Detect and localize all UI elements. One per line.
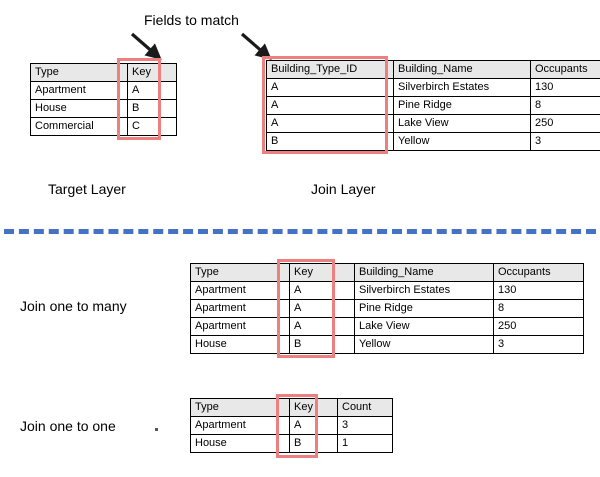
cell-count: 1 [337,434,393,453]
column-header-type: Type [190,263,290,282]
table-row: Apartment A [30,81,177,100]
cell-type: Commercial [30,117,128,136]
join-layer-label: Join Layer [311,181,376,197]
column-header-key: Key [289,263,355,282]
cell-building-name: Silverbirch Estates [354,281,494,300]
cell-key: B [289,335,355,354]
column-header-type: Type [190,398,290,417]
cell-occupants: 8 [493,299,584,318]
arrow-to-join-key-icon [240,32,272,60]
section-divider [4,229,596,234]
cell-occupants: 130 [530,78,600,97]
cell-building-name: Yellow [393,132,531,151]
cell-building-name: Silverbirch Estates [393,78,531,97]
one-to-many-result-table: Type Key Building_Name Occupants Apartme… [190,263,584,354]
cell-building-name: Pine Ridge [354,299,494,318]
table-header-row: Building_Type_ID Building_Name Occupants [266,60,600,79]
cell-building-type-id: A [266,78,394,97]
stray-dot-mark [155,428,158,431]
cell-key: B [127,99,177,118]
cell-key: B [289,434,338,453]
cell-key: A [289,299,355,318]
column-header-key: Key [127,63,177,82]
cell-key: C [127,117,177,136]
cell-type: Apartment [190,299,290,318]
table-row: A Pine Ridge 8 [266,96,600,115]
cell-occupants: 3 [493,335,584,354]
column-header-type: Type [30,63,128,82]
arrow-to-target-key-icon [130,32,162,60]
join-one-to-many-label: Join one to many [20,298,127,314]
table-row: Commercial C [30,117,177,136]
cell-occupants: 3 [530,132,600,151]
cell-building-type-id: B [266,132,394,151]
cell-type: Apartment [30,81,128,100]
cell-type: House [30,99,128,118]
cell-key: A [289,416,338,435]
cell-building-type-id: A [266,114,394,133]
target-layer-table: Type Key Apartment A House B Commercial … [30,63,177,136]
column-header-key: Key [289,398,338,417]
column-header-building-type-id: Building_Type_ID [266,60,394,79]
join-one-to-one-label: Join one to one [20,418,116,434]
join-layer-table: Building_Type_ID Building_Name Occupants… [266,60,600,151]
table-header-row: Type Key [30,63,177,82]
fields-to-match-label: Fields to match [144,12,239,28]
table-row: A Lake View 250 [266,114,600,133]
cell-building-name: Lake View [354,317,494,336]
cell-type: Apartment [190,416,290,435]
cell-type: Apartment [190,317,290,336]
column-header-building-name: Building_Name [393,60,531,79]
cell-key: A [289,317,355,336]
column-header-occupants: Occupants [493,263,584,282]
table-row: House B Yellow 3 [190,335,584,354]
table-header-row: Type Key Count [190,398,393,417]
table-row: Apartment A 3 [190,416,393,435]
table-header-row: Type Key Building_Name Occupants [190,263,584,282]
column-header-count: Count [337,398,393,417]
divider-line [4,229,596,234]
cell-occupants: 250 [530,114,600,133]
table-row: A Silverbirch Estates 130 [266,78,600,97]
table-row: Apartment A Pine Ridge 8 [190,299,584,318]
cell-type: Apartment [190,281,290,300]
target-layer-label: Target Layer [48,181,126,197]
column-header-occupants: Occupants [530,60,600,79]
cell-key: A [127,81,177,100]
cell-type: House [190,335,290,354]
cell-building-type-id: A [266,96,394,115]
cell-occupants: 8 [530,96,600,115]
table-row: Apartment A Silverbirch Estates 130 [190,281,584,300]
one-to-one-result-table: Type Key Count Apartment A 3 House B 1 [190,398,393,453]
cell-occupants: 130 [493,281,584,300]
column-header-building-name: Building_Name [354,263,494,282]
cell-occupants: 250 [493,317,584,336]
table-row: B Yellow 3 [266,132,600,151]
table-row: Apartment A Lake View 250 [190,317,584,336]
cell-building-name: Lake View [393,114,531,133]
table-row: House B [30,99,177,118]
table-row: House B 1 [190,434,393,453]
cell-building-name: Pine Ridge [393,96,531,115]
cell-count: 3 [337,416,393,435]
cell-key: A [289,281,355,300]
cell-type: House [190,434,290,453]
cell-building-name: Yellow [354,335,494,354]
